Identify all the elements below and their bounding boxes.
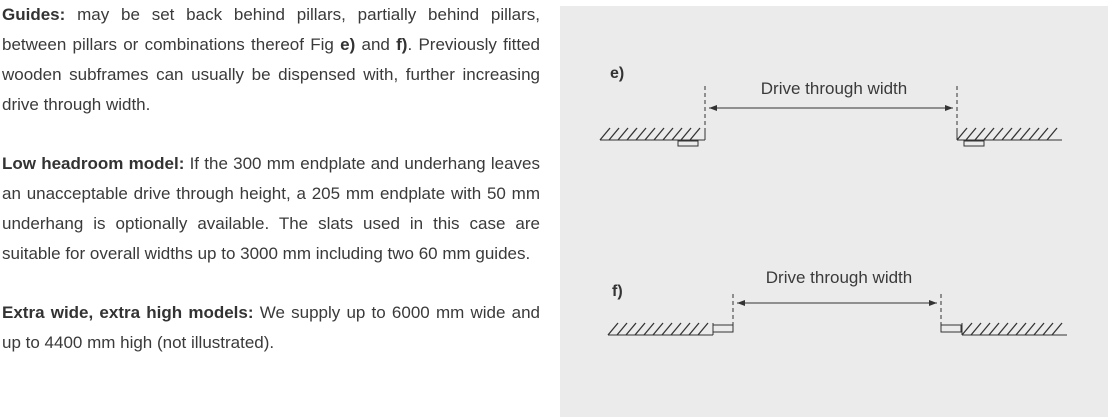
wall-hatch-stroke bbox=[661, 322, 673, 336]
text-column: Guides: may be set back behind pillars, … bbox=[2, 0, 540, 387]
figure-f-right-guide bbox=[940, 324, 962, 333]
wall-hatch-stroke bbox=[1001, 127, 1013, 141]
figure-f-dimension-label: Drive through width bbox=[766, 268, 912, 287]
wall-hatch-stroke bbox=[653, 127, 665, 141]
wall-hatch-stroke bbox=[662, 127, 674, 141]
figure-f: f) Drive through width bbox=[607, 268, 1067, 336]
wall-hatch-stroke bbox=[688, 322, 700, 336]
figure-e-right-wall bbox=[956, 127, 1062, 147]
figure-e-arrow-right bbox=[945, 105, 953, 111]
wall-hatch-stroke bbox=[1010, 127, 1022, 141]
figure-e-left-wall bbox=[599, 127, 706, 147]
wall-hatch-stroke bbox=[961, 322, 973, 336]
wall-hatch-stroke bbox=[643, 322, 655, 336]
guides-heading: Guides: bbox=[2, 5, 66, 24]
wall-hatch-stroke bbox=[1046, 127, 1058, 141]
wall-hatch-stroke bbox=[608, 127, 620, 141]
wall-hatch-stroke bbox=[970, 322, 982, 336]
wall-hatch-stroke bbox=[997, 322, 1009, 336]
wall-hatch-stroke bbox=[1019, 127, 1031, 141]
wall-hatch-stroke bbox=[671, 127, 683, 141]
wall-hatch-stroke bbox=[1042, 322, 1054, 336]
wall-hatch-stroke bbox=[652, 322, 664, 336]
figure-panel: e) Drive through width bbox=[560, 6, 1108, 417]
wall-hatch-stroke bbox=[689, 127, 701, 141]
wall-hatch-stroke bbox=[1037, 127, 1049, 141]
wall-hatch-stroke bbox=[965, 127, 977, 141]
low-headroom-paragraph: Low headroom model: If the 300 mm endpla… bbox=[2, 154, 540, 263]
wall-hatch-stroke bbox=[607, 322, 619, 336]
figure-e-left-guide bbox=[677, 140, 699, 147]
wall-hatch-stroke bbox=[599, 127, 611, 141]
figure-f-left-guide bbox=[712, 324, 734, 333]
wall-hatch-stroke bbox=[979, 322, 991, 336]
figure-f-arrow-left bbox=[737, 300, 745, 306]
wall-hatch-stroke bbox=[634, 322, 646, 336]
extra-wide-heading: Extra wide, extra high models: bbox=[2, 303, 254, 322]
wall-hatch-stroke bbox=[616, 322, 628, 336]
wall-hatch-stroke bbox=[1024, 322, 1036, 336]
figure-e-label: e) bbox=[610, 65, 624, 82]
guides-paragraph: Guides: may be set back behind pillars, … bbox=[2, 5, 540, 114]
figure-f-arrow-right bbox=[929, 300, 937, 306]
figure-f-label: f) bbox=[612, 283, 623, 300]
wall-hatch-stroke bbox=[1033, 322, 1045, 336]
wall-hatch-stroke bbox=[1006, 322, 1018, 336]
figure-e-dimension-label: Drive through width bbox=[761, 79, 907, 98]
wall-hatch-stroke bbox=[635, 127, 647, 141]
wall-hatch-stroke bbox=[617, 127, 629, 141]
wall-hatch-stroke bbox=[670, 322, 682, 336]
figure-f-right-wall bbox=[940, 322, 1067, 336]
wall-hatch-stroke bbox=[992, 127, 1004, 141]
wall-hatch-stroke bbox=[1028, 127, 1040, 141]
figure-f-left-wall bbox=[607, 322, 734, 336]
wall-hatch-stroke bbox=[625, 322, 637, 336]
wall-hatch-stroke bbox=[697, 322, 709, 336]
wall-hatch-stroke bbox=[956, 127, 968, 141]
wall-hatch-stroke bbox=[1051, 322, 1063, 336]
guides-diagram: e) Drive through width bbox=[599, 65, 1067, 336]
wall-hatch-stroke bbox=[983, 127, 995, 141]
wall-hatch-stroke bbox=[679, 322, 691, 336]
wall-hatch-stroke bbox=[1015, 322, 1027, 336]
wall-hatch-stroke bbox=[988, 322, 1000, 336]
extra-wide-paragraph: Extra wide, extra high models: We supply… bbox=[2, 303, 540, 352]
figure-e-arrow-left bbox=[709, 105, 717, 111]
figure-e-right-guide bbox=[963, 140, 985, 147]
figure-e: e) Drive through width bbox=[599, 65, 1062, 147]
wall-hatch-stroke bbox=[680, 127, 692, 141]
wall-hatch-stroke bbox=[626, 127, 638, 141]
wall-hatch-stroke bbox=[974, 127, 986, 141]
low-headroom-heading: Low headroom model: bbox=[2, 154, 185, 173]
wall-hatch-stroke bbox=[644, 127, 656, 141]
